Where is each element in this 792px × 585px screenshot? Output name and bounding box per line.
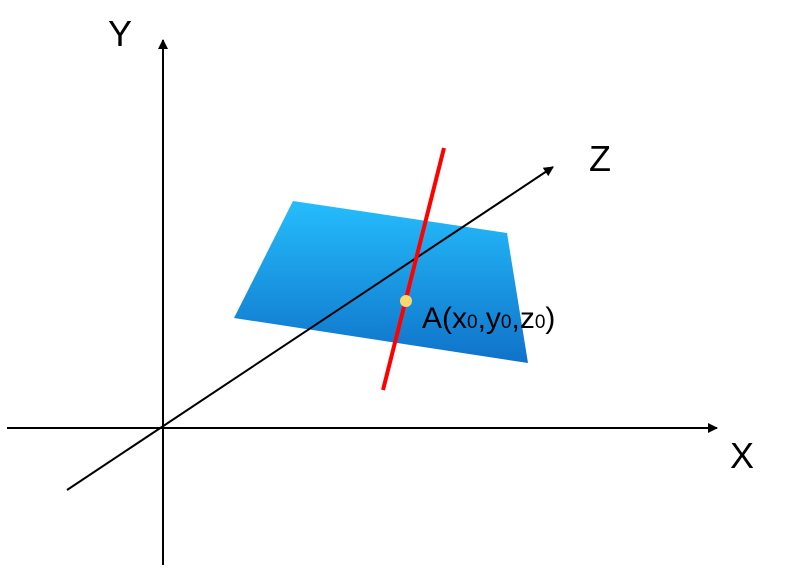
point-a-label: A(x0,y0,z0): [422, 302, 555, 335]
point-label-sub-x: 0: [467, 312, 478, 333]
point-label-sub-z: 0: [535, 312, 546, 333]
point-label-prefix: A(x: [422, 302, 467, 335]
z-axis: [66, 166, 554, 491]
point-label-suffix: ): [545, 302, 555, 335]
normal-line: [381, 147, 446, 391]
point-label-sep1: ,y: [478, 302, 501, 335]
point-label-sub-y: 0: [501, 312, 512, 333]
point-a: [400, 295, 412, 307]
point-label-sep2: ,z: [512, 302, 535, 335]
x-axis-label: X: [730, 435, 754, 476]
y-axis-label: Y: [108, 13, 132, 54]
z-axis-label: Z: [589, 138, 611, 179]
